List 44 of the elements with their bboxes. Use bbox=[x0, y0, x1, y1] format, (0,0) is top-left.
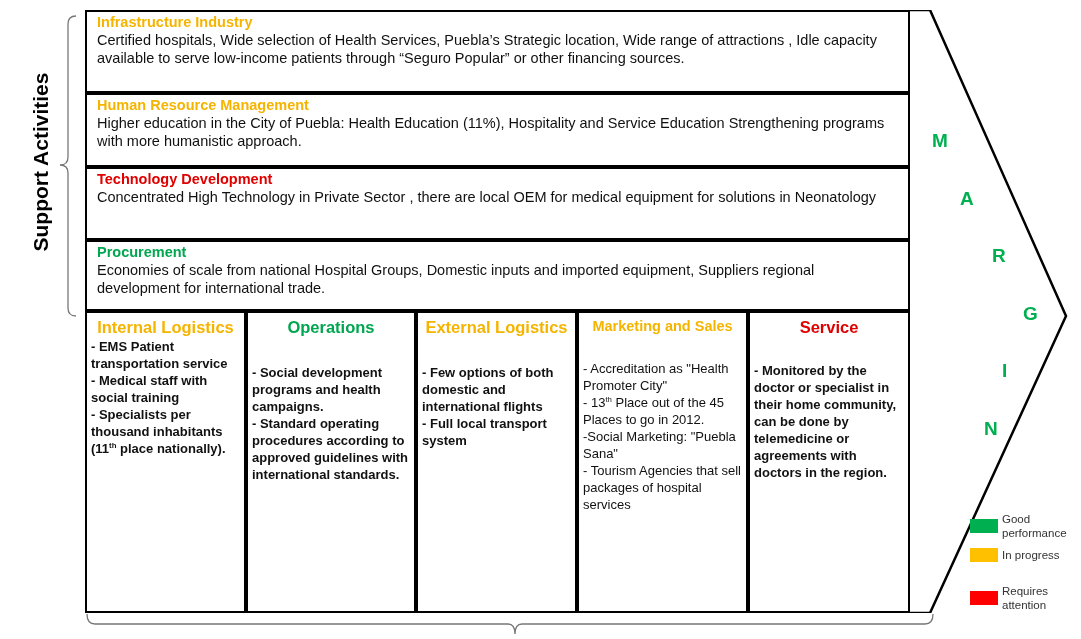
activity-text: - Specialists per thousand inhabitants (11$^{th}$ place nationally). bbox=[91, 406, 227, 457]
support-activity-box bbox=[85, 10, 910, 93]
side-label: Support Activities bbox=[29, 71, 53, 254]
activity-text: - EMS Patient transportation service bbox=[91, 338, 229, 372]
activity-text: - 13$^{th}$ Place out of the 45 Places to go in 2012. bbox=[583, 394, 725, 428]
activity-heading: Marketing and Sales bbox=[591, 317, 734, 336]
activity-text: - Accreditation as "Health Promoter City" bbox=[583, 360, 730, 394]
activity-text: - Standard operating procedures according to approved guidelines with international standards. bbox=[252, 415, 410, 483]
activity-heading: Procurement bbox=[97, 244, 188, 261]
margin-letter: R bbox=[992, 245, 1006, 267]
activity-text: -Social Marketing: "Puebla Sana" bbox=[583, 428, 737, 462]
margin-letter: M bbox=[932, 130, 948, 152]
activity-text: - Monitored by the doctor or specialist in their home community, can be done by telemedicine or agreements with doctors in the region. bbox=[754, 362, 898, 481]
primary-activity-column bbox=[416, 311, 577, 613]
support-activity-box bbox=[85, 167, 910, 240]
margin-letter: N bbox=[984, 418, 998, 440]
legend-text: Good performance bbox=[1002, 512, 1068, 540]
activity-heading: Human Resource Management bbox=[97, 97, 310, 114]
activity-heading: Internal Logistics bbox=[96, 317, 235, 338]
activity-text: - Tourism Agencies that sell packages of hospital services bbox=[583, 462, 742, 513]
activity-heading: Infrastructure Industry bbox=[97, 14, 254, 31]
activity-heading: Operations bbox=[286, 317, 376, 338]
support-activity-box bbox=[85, 240, 910, 311]
activity-text: - Full local transport system bbox=[422, 415, 548, 449]
primary-activity-column bbox=[246, 311, 416, 613]
primary-activity-column bbox=[577, 311, 748, 613]
primary-activity-column bbox=[748, 311, 910, 613]
primary-activity-column bbox=[85, 311, 246, 613]
activity-text: Economies of scale from national Hospital Groups, Domestic inputs and imported equipment, Suppliers regional development for international trade. bbox=[97, 261, 816, 297]
legend-text: In progress bbox=[1002, 548, 1061, 562]
activity-text: - Social development programs and health campaigns. bbox=[252, 364, 384, 415]
activity-text: Certified hospitals, Wide selection of Health Services, Puebla’s Strategic location, Wide range of attractions , Idle capacity available to serve low-income patients through “Seguro Popular” or other financing sources. bbox=[97, 31, 878, 67]
activity-text: Higher education in the City of Puebla: Health Education (11%), Hospitality and Service Education Strengthening programs with more humanistic approach. bbox=[97, 114, 886, 150]
activity-text: - Medical staff with social training bbox=[91, 372, 209, 406]
margin-letter: G bbox=[1023, 303, 1038, 325]
activity-text: Concentrated High Technology in Private Sector , there are local OEM for medical equipment for solutions in Neonatology bbox=[97, 188, 878, 206]
activity-text: - Few options of both domestic and international flights bbox=[422, 364, 555, 415]
activity-heading: External Logistics bbox=[424, 317, 569, 338]
margin-letter: A bbox=[960, 188, 974, 210]
legend-text: Requires attention bbox=[1002, 584, 1050, 612]
activity-heading: Technology Development bbox=[97, 171, 274, 188]
support-activity-box bbox=[85, 93, 910, 167]
margin-letter: I bbox=[1002, 360, 1008, 382]
activity-heading: Service bbox=[798, 317, 860, 338]
